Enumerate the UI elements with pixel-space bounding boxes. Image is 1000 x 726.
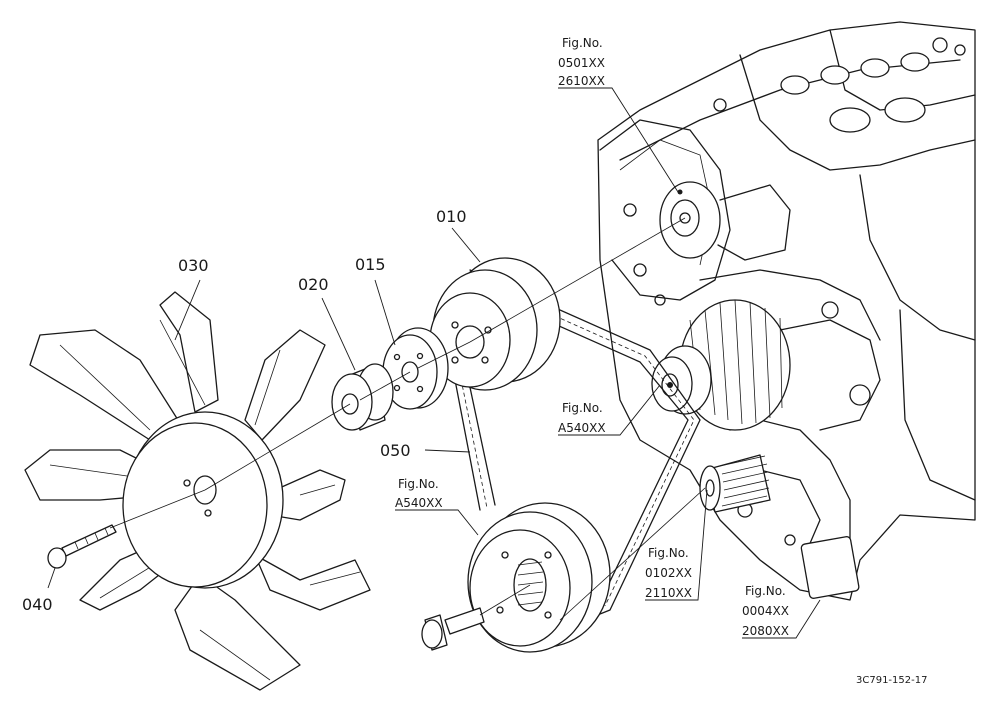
ref-code: 2080XX — [742, 624, 789, 638]
ref-alternator: Fig.No. A540XX — [558, 401, 606, 435]
part-label-020: 020 — [298, 275, 329, 294]
part-label-010: 010 — [436, 207, 467, 226]
ref-code: 2110XX — [645, 586, 692, 600]
crankshaft-pulley — [467, 502, 611, 653]
crankshaft-spline — [699, 454, 771, 513]
ref-gear-case: Fig.No. 0102XX 2110XX — [645, 546, 692, 600]
part-label-040: 040 — [22, 595, 53, 614]
part-label-050: 050 — [380, 441, 411, 460]
engine-block — [597, 21, 976, 601]
ref-crankcase: Fig.No. 0004XX 2080XX — [742, 584, 789, 638]
drawing-code: 3C791-152-17 — [856, 675, 927, 686]
ref-code: A540XX — [395, 496, 443, 510]
fan-drive-pulley — [429, 257, 561, 391]
ref-title: Fig.No. — [562, 401, 603, 415]
part-label-015: 015 — [355, 255, 386, 274]
ref-code: 0501XX — [558, 56, 605, 70]
ref-title: Fig.No. — [398, 477, 439, 491]
fan-spacer — [331, 363, 394, 431]
leader-lines — [47, 87, 821, 639]
ref-crank-pulley: Fig.No. A540XX — [395, 477, 443, 510]
ref-engine-head: Fig.No. 0501XX 2610XX — [558, 36, 605, 88]
ref-code: 0102XX — [645, 566, 692, 580]
fan-bolt — [47, 524, 117, 569]
ref-title: Fig.No. — [648, 546, 689, 560]
ref-title: Fig.No. — [562, 36, 603, 50]
ref-code: 0004XX — [742, 604, 789, 618]
alternator — [651, 299, 791, 431]
crank-pulley-bolt — [421, 607, 485, 651]
ref-code: 2610XX — [558, 74, 605, 88]
assembly-centerlines — [109, 217, 706, 621]
part-label-030: 030 — [178, 256, 209, 275]
cooling-fan — [24, 291, 371, 691]
ref-title: Fig.No. — [745, 584, 786, 598]
ref-code: A540XX — [558, 421, 606, 435]
